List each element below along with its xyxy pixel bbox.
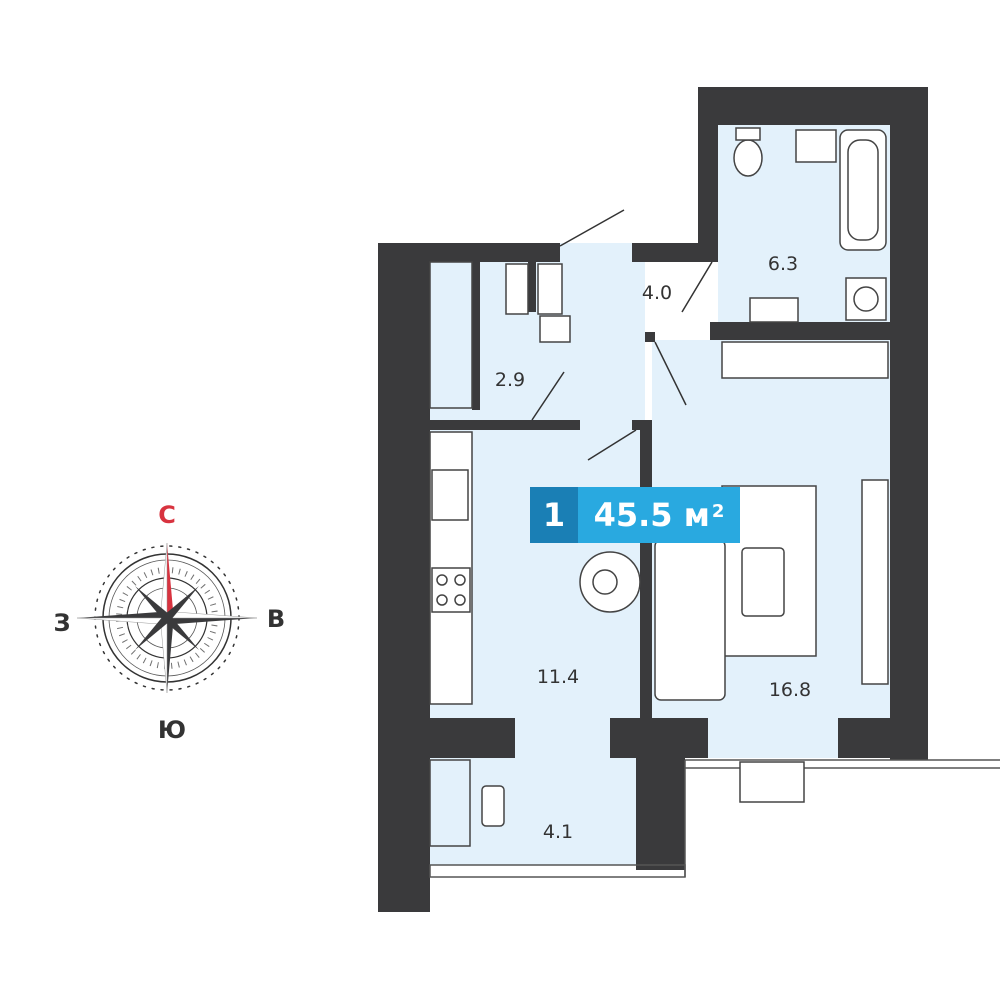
balcony-rail: [429, 759, 1000, 878]
compass-south: Ю: [157, 716, 187, 744]
area-unit-power: 2: [711, 500, 725, 522]
sink: [795, 129, 837, 163]
desk: [429, 759, 471, 847]
balcony-floor: [430, 758, 636, 865]
chair: [481, 785, 505, 827]
room-area-kitchen: 11.4: [536, 666, 580, 688]
bathtub: [839, 129, 887, 251]
total-area-value: 45.5 м: [593, 496, 710, 534]
rooms-count: 1: [530, 487, 578, 543]
room-area-living: 16.8: [768, 679, 812, 701]
entrance-floor: [560, 243, 632, 263]
wardrobe: [721, 341, 889, 379]
coffee-table: [741, 547, 785, 617]
compass-north: С: [158, 501, 176, 529]
living-window: [708, 718, 838, 758]
room-area-storage: 2.9: [494, 369, 526, 391]
walls: [378, 87, 928, 912]
tv-stand: [861, 479, 889, 685]
compass: [76, 542, 258, 694]
doors: [531, 209, 713, 461]
kitchen-sink: [431, 469, 469, 521]
kitchen-window: [515, 718, 610, 758]
compass-east: В: [266, 605, 286, 633]
compass-west: З: [53, 609, 71, 637]
room-area-bathroom: 6.3: [767, 253, 799, 275]
ac-unit: [739, 761, 805, 803]
north-arrow: [167, 543, 173, 618]
toilet: [733, 139, 763, 177]
boiler: [539, 315, 571, 343]
stove: [431, 567, 471, 613]
room-area-balcony: 4.1: [542, 821, 574, 843]
room-area-hall: 4.0: [641, 282, 673, 304]
sofa: [654, 539, 726, 701]
